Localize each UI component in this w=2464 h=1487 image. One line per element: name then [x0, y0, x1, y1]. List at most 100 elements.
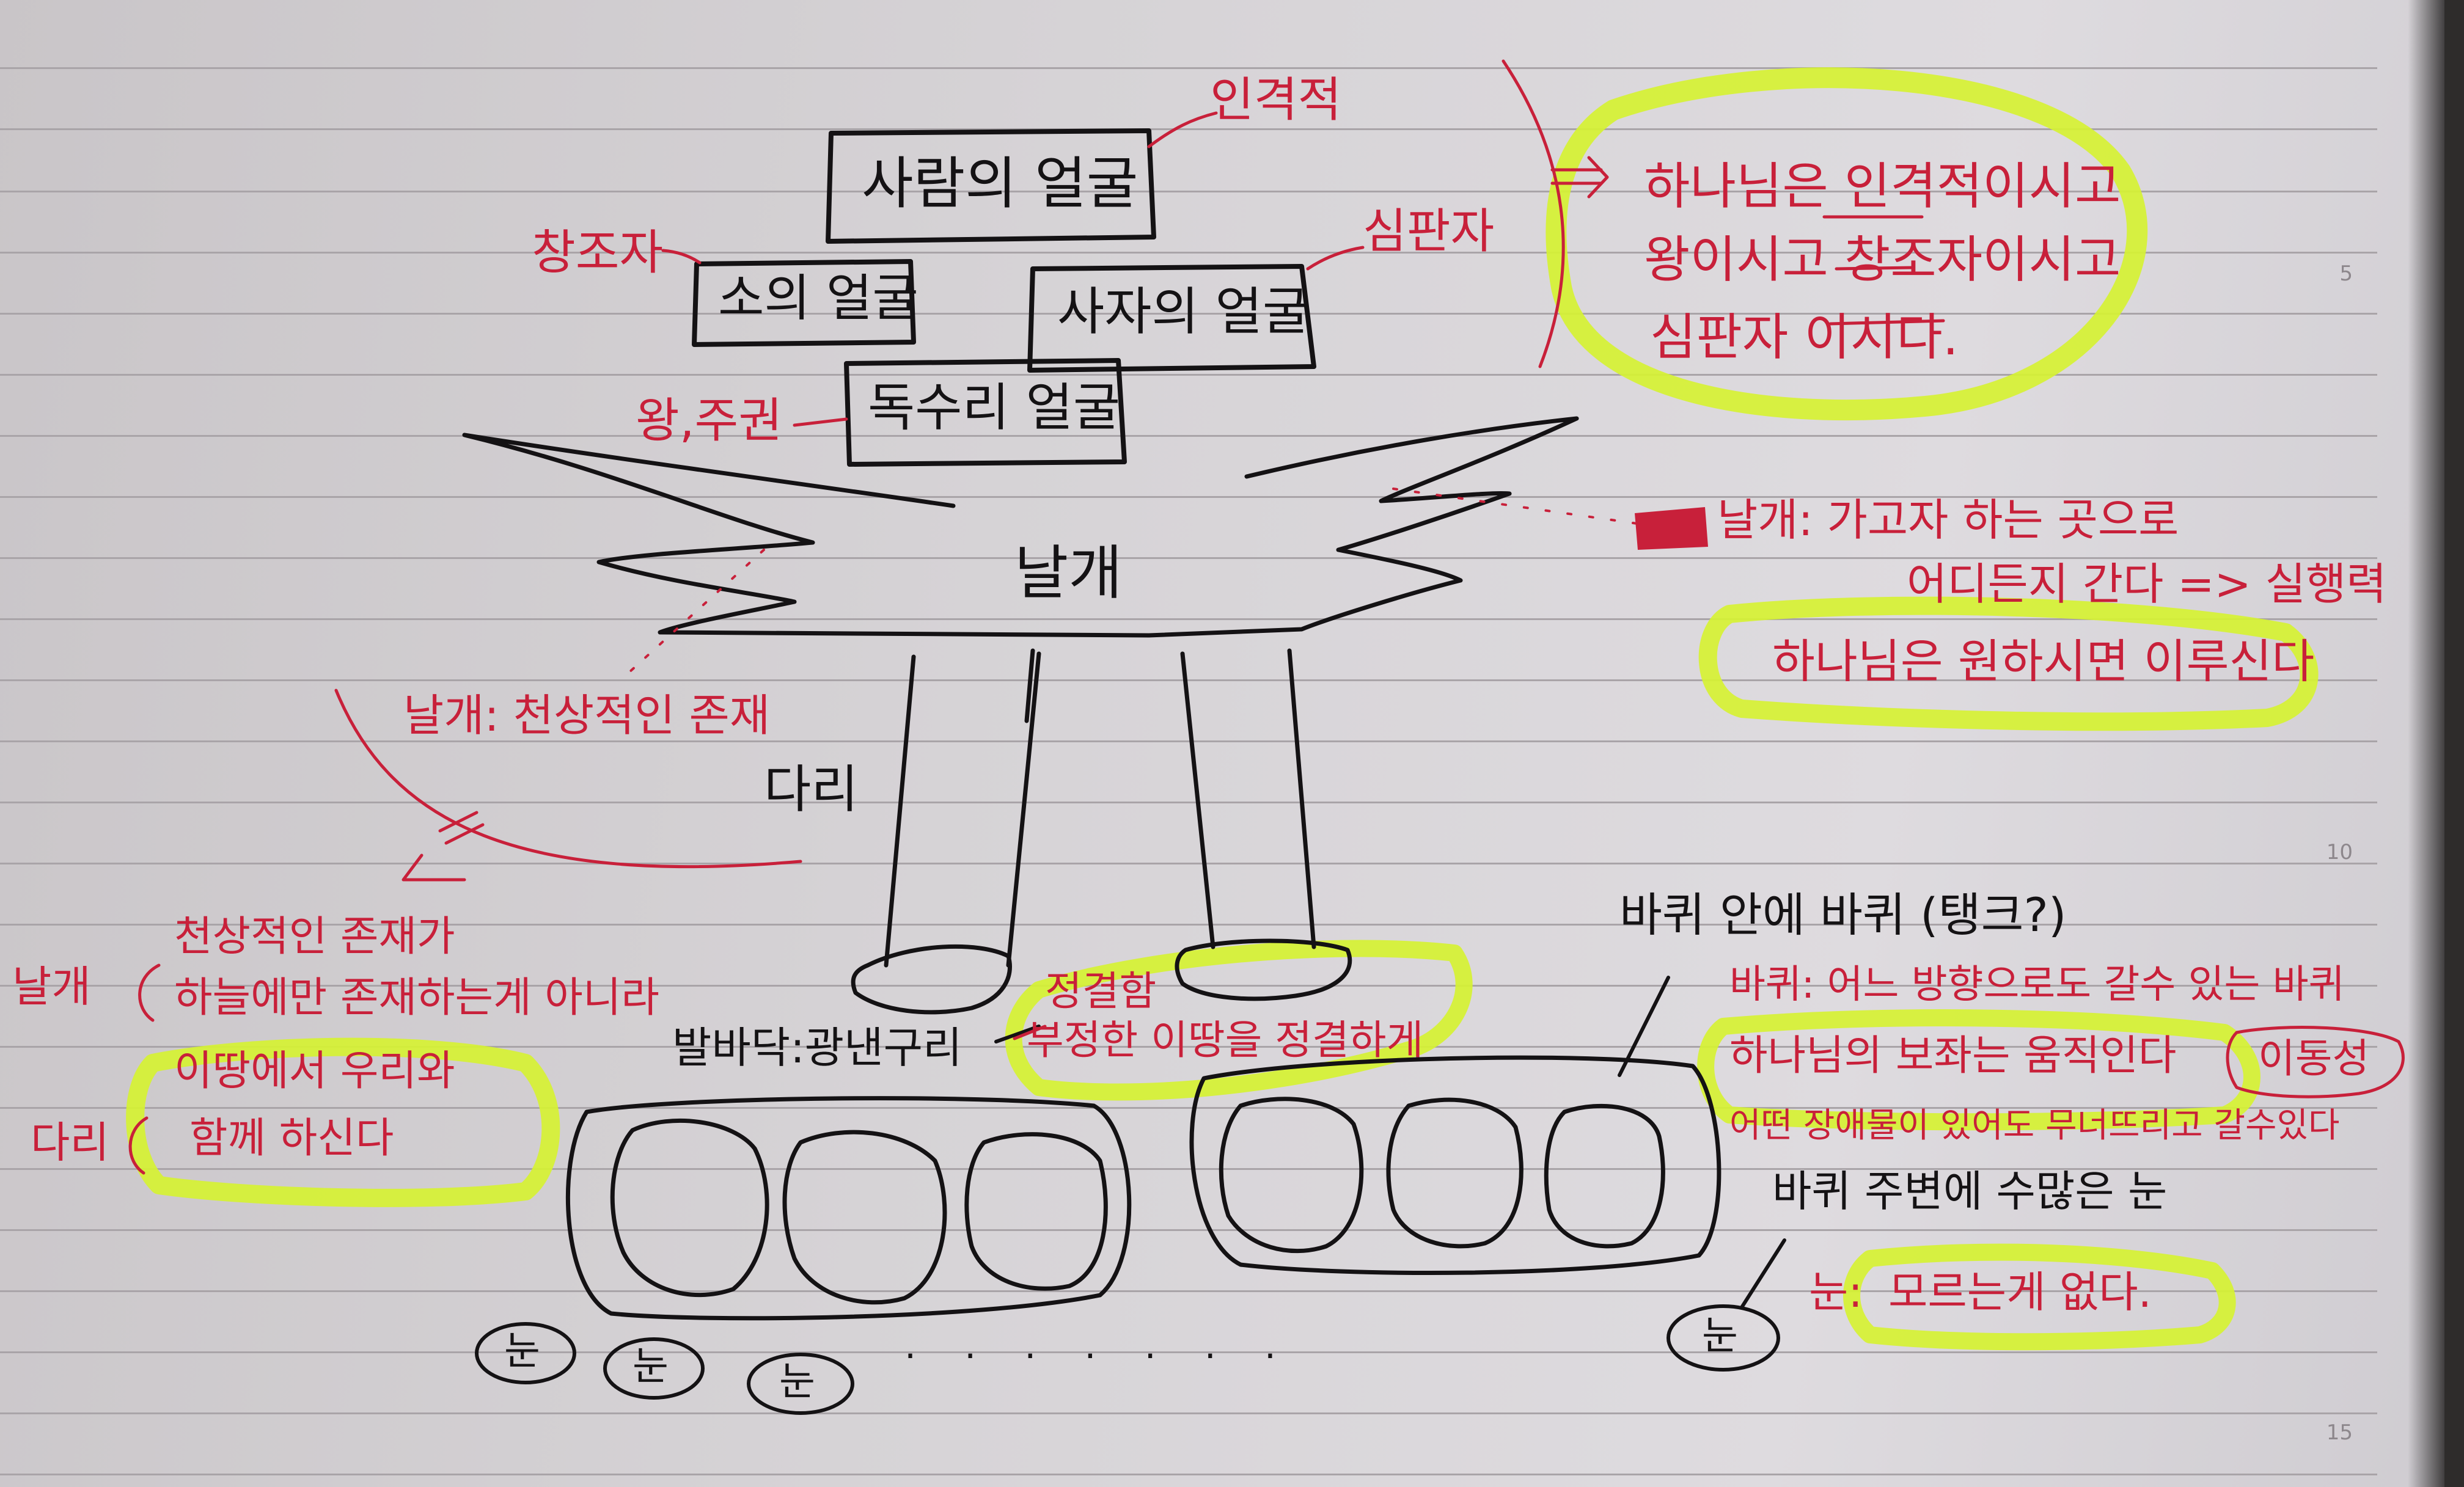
- right-track: [1189, 1055, 1722, 1276]
- wing-heavenly-meaning: 날개: 천상적인 존재: [403, 690, 770, 741]
- summary-line-2: 왕이시고 창조자이시고: [1644, 231, 2121, 289]
- eye-label-4: 눈: [1702, 1313, 1738, 1359]
- ox-face-label: 소의 얼굴: [718, 269, 919, 327]
- wheel-3: [964, 1132, 1108, 1291]
- ruled-line: [0, 1474, 2377, 1475]
- feet-red-line-1: 정결함: [1045, 968, 1157, 1015]
- wheel-2: [782, 1130, 947, 1305]
- wheel-1: [610, 1118, 769, 1298]
- ruled-line: [0, 740, 2377, 742]
- wing-note-line-2: 어디든지 간다 => 실행력: [1907, 558, 2387, 610]
- left-notes-brackets: [128, 963, 161, 1175]
- ruled-line: [0, 924, 2377, 926]
- summary-bracket: [1502, 59, 1565, 368]
- ruled-line: [0, 313, 2377, 315]
- feet-red-line-2: 부정한 이땅을 정결하게: [1027, 1017, 1424, 1064]
- wheel-note-highlight: [1697, 1009, 2260, 1131]
- wheel-note-line-3: 어떤 장애물이 있어도 무너뜨리고 갈수있다: [1729, 1106, 2340, 1145]
- lion-face-meaning: 심판자: [1363, 204, 1495, 259]
- ruled-line: [0, 1290, 2377, 1292]
- summary-arrow: [1550, 156, 1609, 199]
- feet-label-pointer: [994, 1025, 1041, 1043]
- wheel-4: [1219, 1097, 1364, 1254]
- eye-label-2: 눈: [632, 1344, 669, 1389]
- human-face-box: [826, 128, 1156, 244]
- wing-note-dotted-connector: [1392, 488, 1651, 527]
- summary-line-3: 심판자 이시다.: [1650, 309, 1959, 367]
- wing-note-line-1: 날개: 가고자 하는 곳으로: [1717, 494, 2179, 546]
- wheel-title-pointer: [1618, 976, 1670, 1077]
- ox-face-meaning: 창조자: [532, 225, 664, 280]
- scribble-mark: [1635, 507, 1708, 550]
- lion-meaning-connector: [1306, 246, 1365, 271]
- ruled-line: [0, 1351, 2377, 1353]
- ruled-line: [0, 1412, 2377, 1414]
- ruled-line: [0, 191, 2377, 192]
- right-wing: [1146, 416, 1579, 638]
- right-leg: [1180, 648, 1316, 949]
- left-wing: [462, 433, 1151, 638]
- wheel-5: [1386, 1097, 1524, 1249]
- ruled-line: [0, 67, 2377, 69]
- ruled-line: [0, 1168, 2377, 1170]
- badge-oval: [2226, 1026, 2405, 1098]
- summary-underlines: [1822, 215, 1945, 326]
- ox-meaning-connector: [661, 249, 702, 265]
- ruled-line: [0, 679, 2377, 681]
- ruled-line: [0, 252, 2377, 254]
- eagle-face-box: [844, 358, 1127, 467]
- left-leg: [884, 648, 1041, 968]
- left-note-wing-key: 날개: [12, 962, 91, 1012]
- eyes-note-key: 눈:: [1809, 1267, 1863, 1317]
- human-meaning-connector: [1147, 111, 1218, 148]
- wheel-title: 바퀴 안에 바퀴 (탱크?): [1619, 888, 2067, 942]
- left-curve-ticks: [402, 811, 485, 882]
- eyes-note-highlight: [1843, 1243, 2236, 1351]
- eye-oval-1: [475, 1322, 576, 1384]
- wing-note-highlight: [1698, 596, 2319, 731]
- line-number-5: 5: [2339, 261, 2353, 286]
- eyes-pointer: [1740, 1238, 1786, 1309]
- wheel-note-line-2: 하나님의 보좌는 움직인다: [1729, 1032, 2177, 1080]
- eagle-face-label: 독수리 얼굴: [868, 378, 1121, 437]
- eyes-title: 바퀴 주변에 수많은 눈: [1772, 1166, 2168, 1216]
- page-edge-shadow: [2408, 0, 2444, 1487]
- ruled-line: [0, 557, 2377, 559]
- ruled-line: [0, 802, 2377, 803]
- eye-label-3: 눈: [779, 1359, 815, 1405]
- ruled-line: [0, 1229, 2377, 1231]
- line-number-15: 15: [2326, 1420, 2353, 1445]
- feet-red-connector: [1013, 1025, 1047, 1040]
- ruled-line: [0, 863, 2377, 864]
- left-foot: [851, 944, 1012, 1015]
- wing-label: 날개: [1014, 539, 1123, 607]
- wing-note-line-3: 하나님은 원하시면 이루신다: [1772, 634, 2315, 689]
- summary-underlines-2: [1835, 266, 1915, 271]
- wheel-note-line-1: 바퀴: 어느 방향으로도 갈수 있는 바퀴: [1729, 962, 2345, 1007]
- feet-highlight: [1005, 940, 1473, 1101]
- eye-oval-2: [603, 1337, 705, 1400]
- ox-face-box: [692, 259, 916, 347]
- ruled-line: [0, 618, 2377, 620]
- eye-oval-4: [1667, 1304, 1780, 1372]
- wheel-note-badge: 이동성: [2258, 1035, 2370, 1082]
- ruled-line: [0, 496, 2377, 498]
- summary-highlight-oval: [1546, 67, 2148, 420]
- left-note-highlight: [126, 1037, 560, 1207]
- eye-oval-3: [747, 1353, 854, 1415]
- ruled-line: [0, 1107, 2377, 1109]
- eyes-note: 모르는게 없다.: [1888, 1267, 2152, 1317]
- left-track: [565, 1096, 1132, 1321]
- eye-dots: · · · · · · ·: [904, 1335, 1294, 1378]
- left-curve-arc: [334, 689, 802, 869]
- ruled-line: [0, 1046, 2377, 1048]
- ruled-line: [0, 374, 2377, 376]
- line-number-10: 10: [2326, 840, 2353, 864]
- human-face-meaning: 인격적: [1210, 73, 1342, 128]
- wheel-6: [1544, 1103, 1665, 1249]
- lion-face-label: 사자의 얼굴: [1057, 282, 1310, 342]
- left-note-line-1: 천상적인 존재가: [174, 913, 455, 961]
- eye-label-1: 눈: [504, 1329, 540, 1374]
